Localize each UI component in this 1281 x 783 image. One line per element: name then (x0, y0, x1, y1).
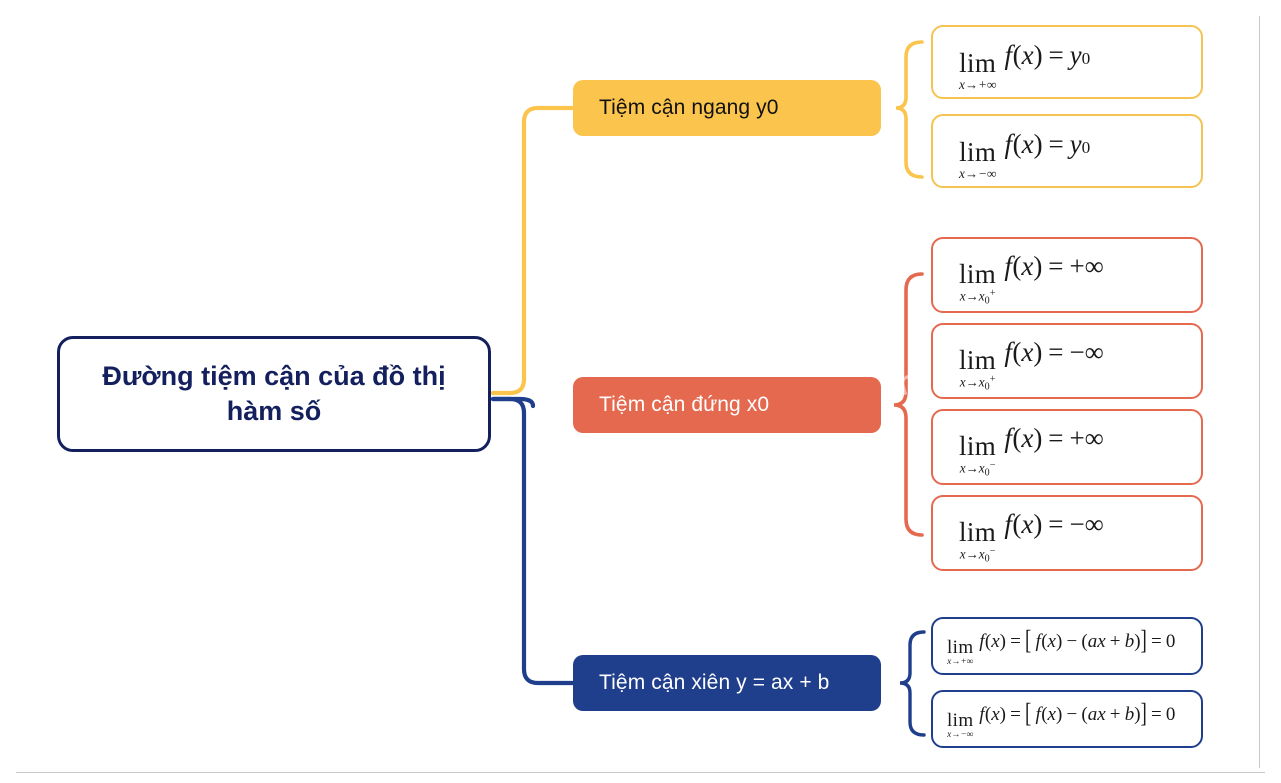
brace-vertical (893, 272, 924, 537)
formula-box-oa-minus-inf: lim x→−∞ f(x) = [f(x) −(ax+b)] =0 (931, 690, 1203, 748)
limit-operator: lim x→+∞ (959, 48, 997, 93)
limit-operator: lim x→x0+ (959, 345, 997, 393)
formula-box-oa-plus-inf: lim x→+∞ f(x) = [f(x) −(ax+b)] =0 (931, 617, 1203, 675)
formula-va-right-minus: lim x→x0+ f(x) =−∞ (959, 337, 1104, 393)
limit-operator: lim x→x0− (959, 517, 997, 565)
formula-oa-plus-inf: lim x→+∞ f(x) = [f(x) −(ax+b)] =0 (947, 625, 1176, 667)
connector-root-to-oblique (490, 396, 576, 686)
root-node[interactable]: Đường tiệm cận của đồ thị hàm số (57, 336, 491, 452)
formula-va-left-minus: lim x→x0− f(x) =−∞ (959, 509, 1104, 565)
branch-node-oblique-asymptote[interactable]: Tiệm cận xiên y = ax + b (573, 655, 881, 711)
root-node-label: Đường tiệm cận của đồ thị hàm số (102, 361, 446, 426)
page-right-rule (1259, 16, 1260, 768)
formula-va-left-plus: lim x→x0− f(x) =+∞ (959, 423, 1104, 479)
brace-horizontal (895, 40, 924, 179)
page-bottom-rule (16, 772, 1265, 773)
formula-va-right-plus: lim x→x0+ f(x) =+∞ (959, 251, 1104, 307)
limit-operator: lim x→x0− (959, 431, 997, 479)
limit-operator: lim x→−∞ (947, 709, 974, 740)
limit-operator: lim x→+∞ (947, 636, 974, 667)
branch-node-horizontal-asymptote[interactable]: Tiệm cận ngang y0 (573, 80, 881, 136)
formula-box-va-left-plus: lim x→x0− f(x) =+∞ (931, 409, 1203, 485)
branch-label-oblique-asymptote: Tiệm cận xiên y = ax + b (599, 671, 830, 694)
branch-label-vertical-asymptote: Tiệm cận đứng x0 (599, 393, 770, 416)
formula-box-va-right-plus: lim x→x0+ f(x) =+∞ (931, 237, 1203, 313)
branch-label-horizontal-asymptote: Tiệm cận ngang y0 (599, 96, 779, 119)
formula-box-va-left-minus: lim x→x0− f(x) =−∞ (931, 495, 1203, 571)
connector-root-to-horizontal (490, 105, 576, 396)
formula-box-va-right-minus: lim x→x0+ f(x) =−∞ (931, 323, 1203, 399)
limit-operator: lim x→−∞ (959, 137, 997, 182)
connector-root-to-vertical (490, 396, 536, 409)
brace-oblique (899, 630, 926, 737)
formula-oa-minus-inf: lim x→−∞ f(x) = [f(x) −(ax+b)] =0 (947, 698, 1176, 740)
limit-operator: lim x→x0+ (959, 259, 997, 307)
branch-node-vertical-asymptote[interactable]: Tiệm cận đứng x0 (573, 377, 881, 433)
